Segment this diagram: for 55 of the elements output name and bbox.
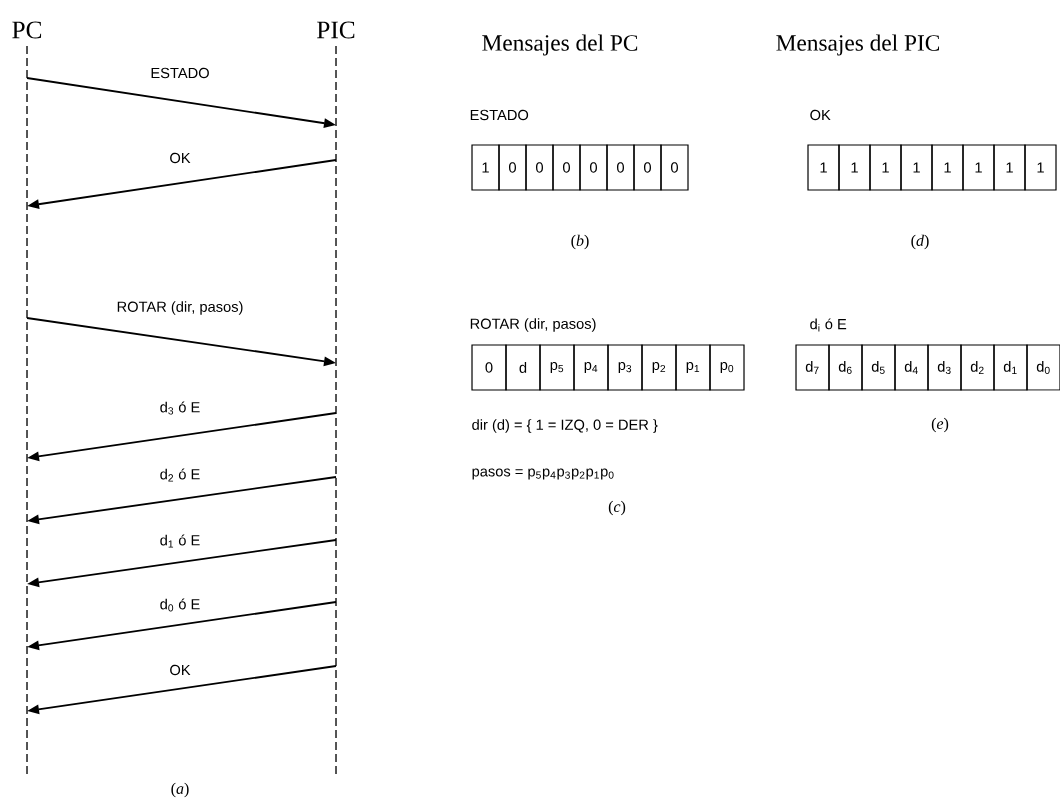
bit-cell: p$_{0}$ — [709, 344, 745, 391]
edge-label: ESTADO — [149, 66, 211, 80]
edge-label: OK — [168, 151, 192, 165]
bit-cell: 1 — [838, 144, 871, 191]
edge-label: d$_{1}$ ó E — [158, 533, 202, 549]
bit-cell: 0 — [633, 144, 662, 191]
bit-cell: 0 — [579, 144, 608, 191]
bit-cell: 1 — [1024, 144, 1057, 191]
bit-cell: 1 — [993, 144, 1026, 191]
edge-label: d$_{0}$ ó E — [158, 597, 202, 613]
bit-cell: 1 — [962, 144, 995, 191]
edge-label: OK — [168, 663, 192, 677]
bit-cell: 0 — [525, 144, 554, 191]
participant-label: PC — [12, 21, 42, 39]
edge-label: d$_{2}$ ó E — [158, 467, 202, 483]
bit-cell: 0 — [606, 144, 635, 191]
bit-cell: 0 — [471, 344, 507, 391]
definition-text: pasos = p$_{5}$p$_{4}$p$_{3}$p$_{2}$p$_{1}$p$_{0}$ — [472, 468, 614, 480]
message-label: ROTAR (dir, pasos) — [470, 318, 596, 332]
bit-cell: p$_{4}$ — [573, 344, 609, 391]
bit-cell: d$_{3}$ — [927, 344, 962, 391]
bit-cell: d$_{1}$ — [993, 344, 1028, 391]
bit-cell: d$_{6}$ — [828, 344, 863, 391]
bit-cell: d$_{7}$ — [795, 344, 830, 391]
bit-cell: p$_{3}$ — [607, 344, 643, 391]
column-heading: Mensajes del PIC — [776, 34, 940, 56]
bit-cell: 0 — [498, 144, 527, 191]
edge-label: ROTAR (dir, pasos) — [115, 299, 245, 317]
bit-cell: p$_{5}$ — [539, 344, 575, 391]
message-label: d$_{i}$ ó E — [810, 318, 847, 332]
subfigure-caption: (d) — [911, 234, 929, 250]
bit-cell: d$_{2}$ — [960, 344, 995, 391]
edge-label: d$_{3}$ ó E — [158, 400, 202, 416]
subfigure-caption: (c) — [608, 500, 626, 516]
bit-cell: d$_{0}$ — [1026, 344, 1060, 391]
bit-cell: 1 — [869, 144, 902, 191]
bit-cell: 0 — [660, 144, 689, 191]
subfigure-caption: (b) — [571, 234, 589, 250]
bit-cell: 1 — [900, 144, 933, 191]
column-heading: Mensajes del PC — [482, 34, 638, 56]
bit-cell: d — [505, 344, 541, 391]
bit-cell: p$_{2}$ — [641, 344, 677, 391]
bit-cell: 0 — [552, 144, 581, 191]
bit-cell: p$_{1}$ — [675, 344, 711, 391]
participant-label: PIC — [317, 21, 355, 39]
definition-text: dir (d) = { 1 = IZQ, 0 = DER } — [472, 419, 658, 433]
bit-cell: 1 — [807, 144, 840, 191]
bit-cell: d$_{5}$ — [861, 344, 896, 391]
bit-cell: 1 — [471, 144, 500, 191]
message-label: OK — [810, 109, 831, 121]
bit-cell: d$_{4}$ — [894, 344, 929, 391]
message-label: ESTADO — [470, 109, 529, 121]
bit-cell: 1 — [931, 144, 964, 191]
subfigure-caption: (a) — [171, 782, 189, 798]
subfigure-caption: (e) — [931, 417, 949, 433]
